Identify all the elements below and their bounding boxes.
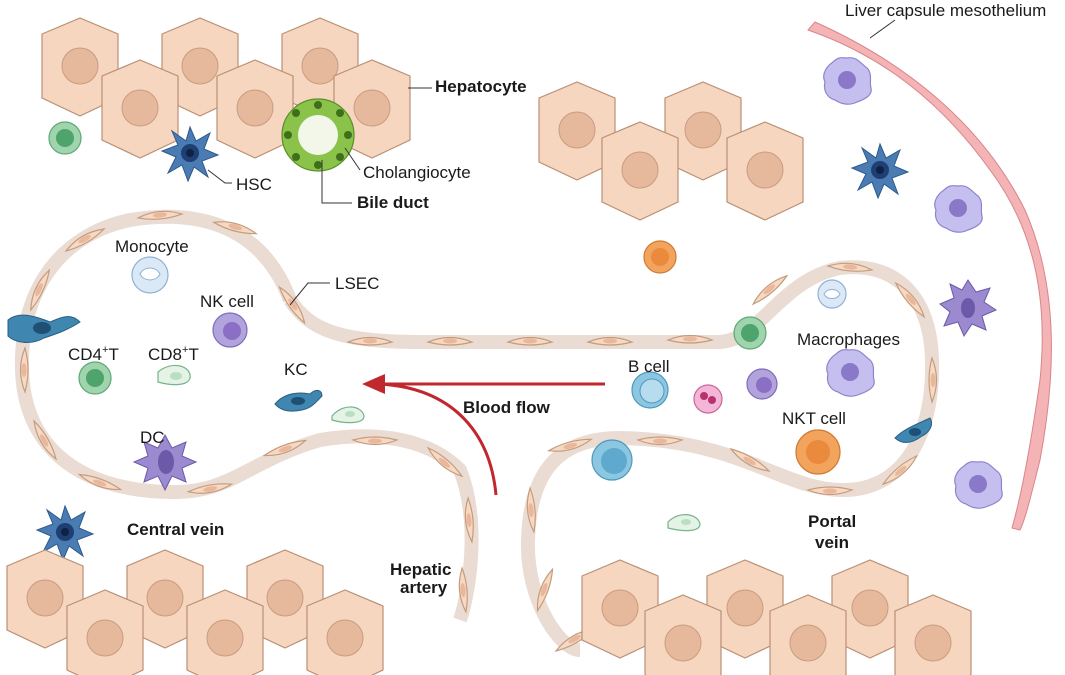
hepatocyte-cluster-bottom-right — [581, 559, 972, 675]
kupffer-cell-icon — [7, 314, 81, 343]
dendritic-right-icon — [939, 279, 998, 338]
liver-capsule-leader — [869, 19, 896, 39]
portal-vein-label-1: Portal — [808, 512, 856, 531]
macrophage-right-2 — [934, 185, 983, 233]
central-vein-label: Central vein — [127, 520, 224, 539]
t-cell-portal-icon — [733, 316, 767, 350]
hepatic-artery-label-2: artery — [400, 578, 448, 597]
cd8-t-cell-icon — [157, 364, 191, 386]
bile-duct-leader — [321, 160, 352, 204]
neutrophil-icon — [693, 384, 723, 414]
t-cell-lower-icon — [667, 514, 701, 532]
liver-capsule-band — [807, 21, 1052, 531]
hepatocyte-cluster-right — [538, 81, 804, 221]
lsec-label: LSEC — [335, 274, 379, 293]
nk-cell-icon — [212, 312, 248, 348]
b-cell-icon — [631, 371, 669, 409]
t-cell-free-icon — [331, 406, 365, 424]
nk-portal-icon — [746, 368, 778, 400]
nkt-cell-label: NKT cell — [782, 409, 846, 428]
bile-duct-icon — [281, 98, 355, 172]
blood-flow-arrow — [362, 374, 605, 496]
b-cell-lower-icon — [591, 439, 633, 481]
nkt-cell-icon — [795, 429, 841, 475]
portal-vein-label-2: vein — [815, 533, 849, 552]
kupffer-portal-icon — [894, 417, 933, 443]
nk-cell-label: NK cell — [200, 292, 254, 311]
lsec-leader — [289, 282, 330, 306]
monocyte-label: Monocyte — [115, 237, 189, 256]
dc-label: DC — [140, 428, 165, 447]
bile-duct-label: Bile duct — [357, 193, 429, 212]
macrophage-right-3 — [954, 461, 1003, 509]
blood-flow-label: Blood flow — [463, 398, 551, 417]
t-cell-icon — [48, 121, 82, 155]
cd4-t-cell-icon — [78, 361, 112, 395]
monocyte-icon — [131, 256, 169, 294]
macrophages-label: Macrophages — [797, 330, 900, 349]
hsc-leader — [207, 169, 232, 184]
hepatocyte-cluster-top — [41, 17, 411, 159]
hepatocyte-label: Hepatocyte — [435, 77, 527, 96]
cholangiocyte-leader — [344, 147, 361, 171]
kc-icon — [274, 389, 323, 412]
macrophage-icon — [826, 349, 875, 397]
liver-capsule-label: Liver capsule mesothelium — [845, 1, 1046, 20]
macrophage-right-1 — [823, 57, 872, 105]
cd8-t-label: CD8+T — [148, 344, 199, 364]
cd4-t-label: CD4+T — [68, 344, 119, 364]
hepatocyte-cluster-bottom-left — [6, 549, 384, 675]
b-cell-label: B cell — [628, 357, 670, 376]
kc-label: KC — [284, 360, 308, 379]
monocyte-portal-icon — [817, 279, 847, 309]
hepatic-artery-label-1: Hepatic — [390, 560, 451, 579]
hsc-label: HSC — [236, 175, 272, 194]
orange-cell-icon — [643, 240, 677, 274]
cholangiocyte-label: Cholangiocyte — [363, 163, 471, 182]
dendritic-cell-icon — [132, 433, 198, 492]
stellate-right-icon — [851, 143, 909, 199]
